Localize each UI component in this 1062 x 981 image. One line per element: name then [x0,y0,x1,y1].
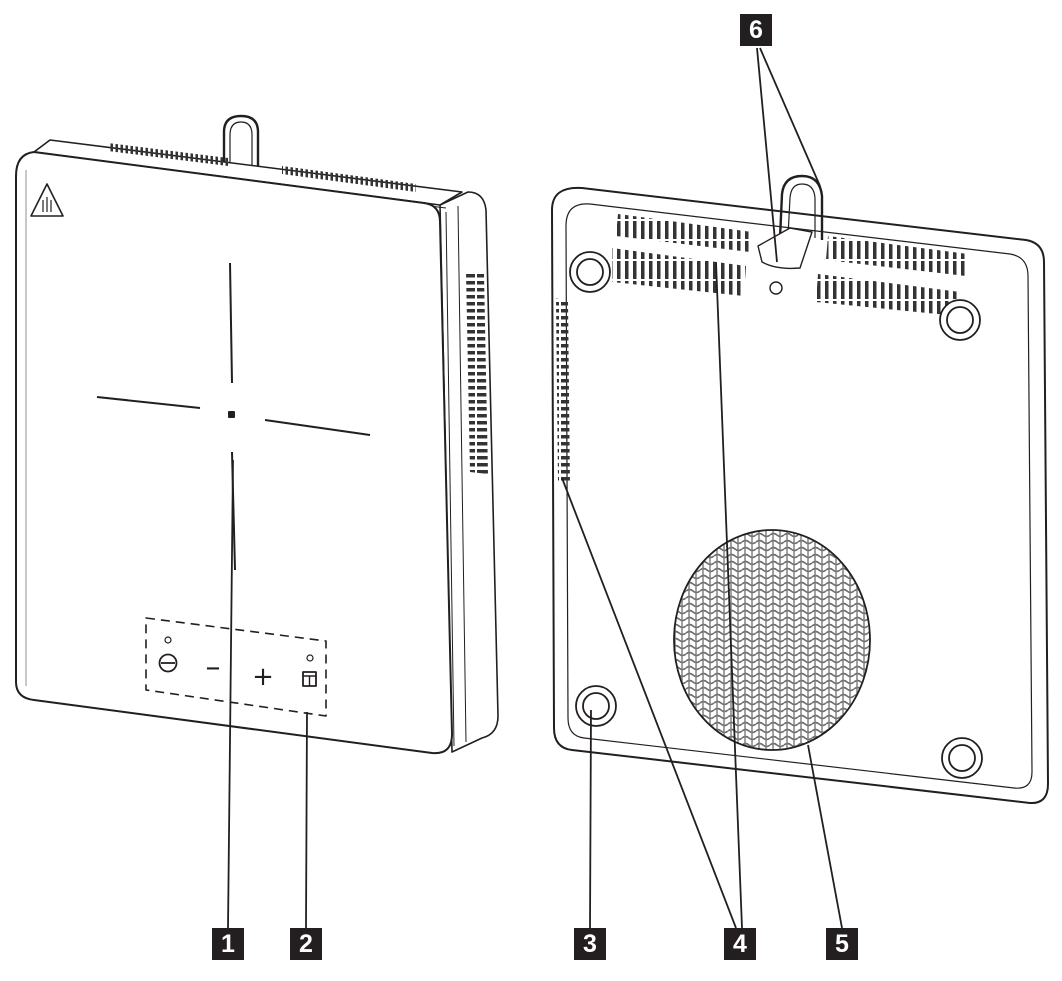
leader-4a [561,477,737,929]
callout-4-label: 4 [733,930,747,958]
front-glass-plate [15,151,453,755]
fan-grille [673,529,871,751]
callout-5: 5 [826,928,858,960]
warning-hot-surface-icon [30,183,64,217]
callout-2: 2 [290,928,322,960]
callout-1-label: 1 [221,930,235,958]
callout-6: 6 [740,14,772,46]
front-side-vent [466,272,488,474]
callout-5-label: 5 [835,930,849,958]
leader-5 [807,744,843,929]
leader-2 [305,711,308,929]
power-icon [158,636,178,673]
hanging-hole [769,281,783,295]
leader-6a [756,47,778,263]
leader-6b [759,47,821,187]
back-side-vent [556,298,570,484]
callout-6-label: 6 [749,16,763,44]
leader-lines [227,47,843,929]
plus-symbol: + [252,662,274,692]
back-top-vent-left [616,214,752,252]
callout-1: 1 [212,928,244,960]
hanging-loop-front [222,114,260,182]
control-panel-outline [145,617,327,717]
hanging-loop-back [778,174,824,240]
leader-4b [715,261,743,929]
rubber-feet [569,251,983,779]
leader-1 [227,459,234,929]
hob-front-view [15,114,499,755]
callout-4: 4 [724,928,756,960]
back-top-vent-right [826,236,968,276]
callout-3-label: 3 [583,930,597,958]
callout-2-label: 2 [299,930,313,958]
minus-symbol: – [206,650,221,685]
timer-icon [302,654,317,687]
hob-back-view [551,174,1049,805]
leader-3 [589,709,592,929]
callout-3: 3 [574,928,606,960]
